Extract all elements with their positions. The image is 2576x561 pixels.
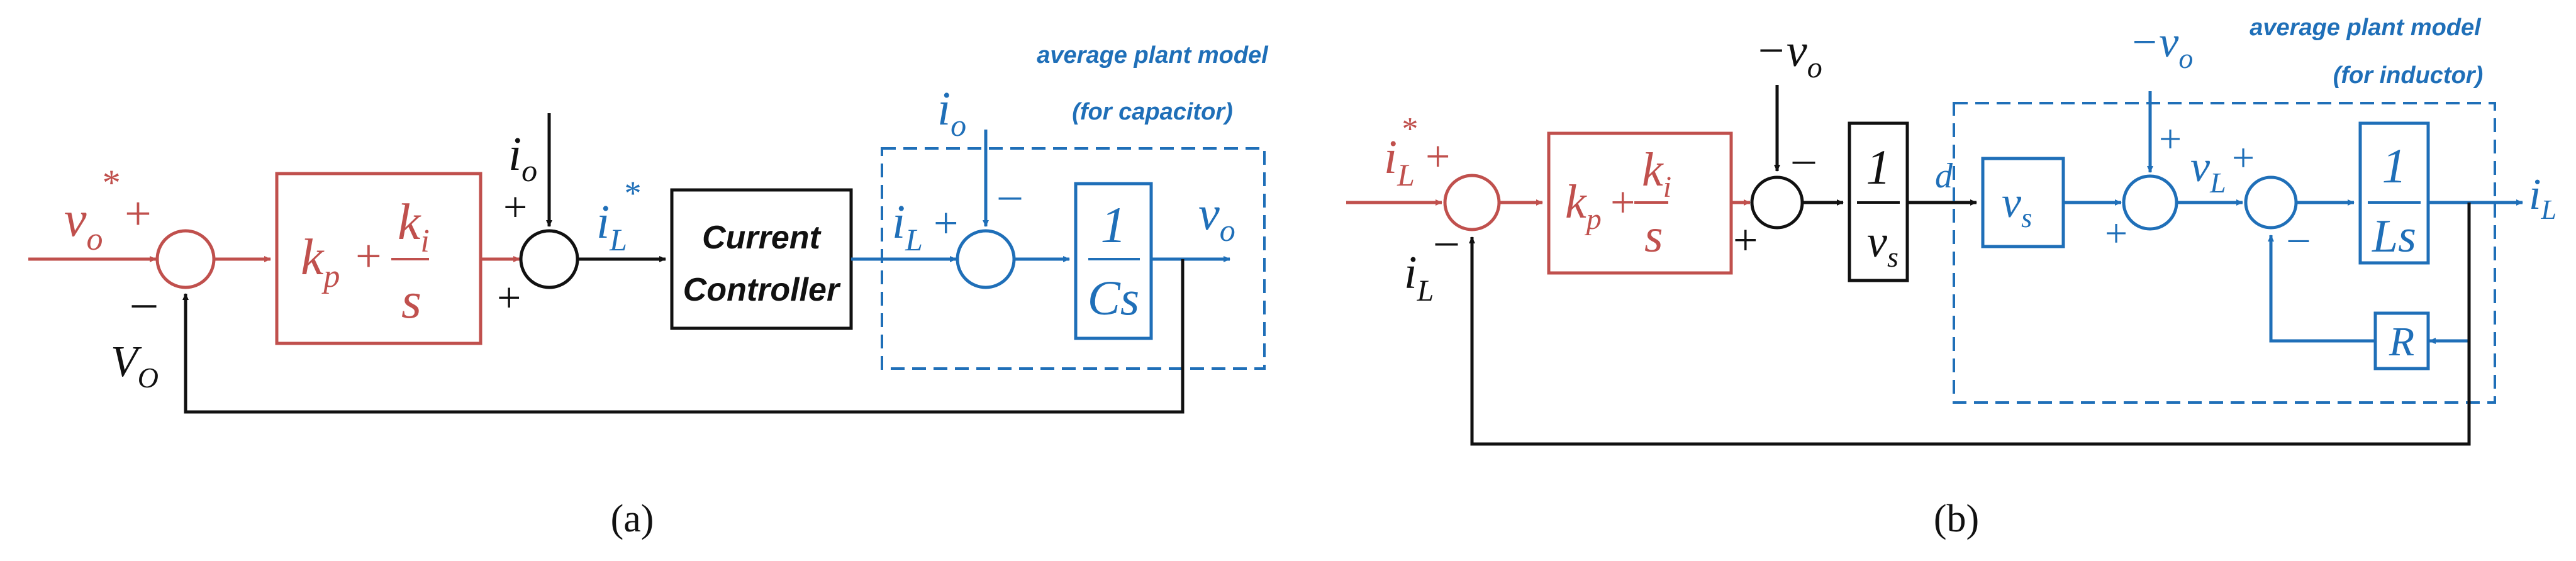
a-plant-title: average plant model xyxy=(1037,42,1269,69)
a-ref-label: v xyxy=(64,192,87,247)
svg-text:ki: ki xyxy=(398,193,430,259)
svg-text:io: io xyxy=(508,128,537,188)
svg-text:vo: vo xyxy=(1198,187,1235,248)
a-sum2-plus-bottom: + xyxy=(497,274,521,321)
a-il-ref-sup: * xyxy=(623,174,640,212)
a-plant-subtitle: (for capacitor) xyxy=(1072,99,1232,125)
b-vl-plus: + xyxy=(2232,135,2255,180)
b-r-feedback-out xyxy=(2268,235,2375,343)
a-io-label: i xyxy=(508,128,521,181)
b-sum2-plus: + xyxy=(1733,216,1758,265)
svg-text:io: io xyxy=(937,82,966,143)
svg-text:−vo: −vo xyxy=(1755,25,1822,84)
a-pi-ki: k xyxy=(398,193,421,250)
b-sum1-plus: + xyxy=(1425,133,1450,181)
b-r-label: R xyxy=(2389,319,2414,365)
b-sum2-minus: – xyxy=(1792,135,1815,183)
a-sum-2 xyxy=(519,229,579,289)
a-cap-den: Cs xyxy=(1088,270,1139,325)
a-plant-il: i xyxy=(892,196,905,248)
a-pi-s: s xyxy=(401,272,421,329)
b-vl-label: v xyxy=(2190,143,2211,191)
a-capacitor-block xyxy=(1074,182,1153,340)
b-sum3-plus-top: + xyxy=(2159,116,2182,161)
b-sum-3 xyxy=(2122,174,2178,231)
b-feedback-label: i xyxy=(1404,247,1417,299)
b-ind-den: Ls xyxy=(2372,211,2416,262)
svg-text:iL: iL xyxy=(892,196,923,257)
a-plant-il-plus: + xyxy=(934,199,958,248)
b-plant-model-box xyxy=(1953,102,2496,404)
b-caption: (b) xyxy=(1934,497,1979,540)
b-sum4-minus: – xyxy=(2288,214,2309,259)
a-sum2-plus-top: + xyxy=(503,183,527,231)
svg-text:iL: iL xyxy=(596,196,627,257)
svg-text:vL: vL xyxy=(2190,143,2226,199)
svg-text:kp: kp xyxy=(1565,175,1602,236)
b-d-label: d xyxy=(1935,157,1953,196)
a-controller-line2: Controller xyxy=(683,272,841,308)
diagram-a xyxy=(28,113,1266,414)
svg-text:iL: iL xyxy=(1384,131,1415,192)
b-ref-sup: * xyxy=(1400,111,1417,147)
a-plant-io: i xyxy=(937,82,951,135)
b-pi-plus: + xyxy=(1610,179,1635,227)
b-ref-label: i xyxy=(1384,131,1397,184)
svg-text:vs: vs xyxy=(1867,216,1899,273)
b-pi-kp: k xyxy=(1565,175,1587,228)
a-plant-minus: – xyxy=(998,170,1022,219)
b-vo-plant: −v xyxy=(2129,18,2179,67)
a-sum1-plus: + xyxy=(125,187,152,240)
svg-text:−vo: −vo xyxy=(2129,18,2193,74)
b-out-i: i xyxy=(2529,170,2541,219)
b-pi-s: s xyxy=(1644,209,1663,262)
svg-text:iL: iL xyxy=(2529,170,2556,225)
b-inv-den: v xyxy=(1867,216,1887,267)
b-r-feedback-in xyxy=(2429,203,2471,344)
a-out-v: v xyxy=(1198,187,1220,240)
b-outer-feedback xyxy=(1469,203,2471,446)
a-sum-3 xyxy=(956,229,1016,289)
svg-text:vo: vo xyxy=(64,192,103,257)
diagram-a-text: vo * + – VO kp + ki s io + + iL * Curren… xyxy=(64,42,1269,540)
a-il-ref: i xyxy=(596,196,610,248)
b-inductor-block xyxy=(2358,121,2430,265)
b-sum3-plus-left: + xyxy=(2105,211,2127,255)
diagram-b-text: iL * + iL – kp + ki s −vo – + 1 vs d ave… xyxy=(1384,14,2556,540)
b-ind-num: 1 xyxy=(2382,138,2407,193)
b-plant-title: average plant model xyxy=(2250,14,2482,41)
b-inv-num: 1 xyxy=(1866,140,1891,194)
a-sum1-minus: – xyxy=(131,275,157,328)
a-pi-kp: k xyxy=(301,228,325,286)
a-sum-1 xyxy=(155,229,216,289)
a-feedback-label: V xyxy=(111,338,142,386)
a-cap-num: 1 xyxy=(1101,196,1127,253)
a-caption: (a) xyxy=(611,497,654,540)
svg-text:VO: VO xyxy=(111,338,159,394)
a-ref-sup: * xyxy=(101,162,119,203)
diagram-b xyxy=(1346,85,2523,446)
b-sum1-minus: – xyxy=(1435,216,1458,265)
a-controller-line1: Current xyxy=(702,219,822,256)
svg-text:iL: iL xyxy=(1404,247,1434,308)
svg-text:kp: kp xyxy=(301,228,340,294)
svg-text:ki: ki xyxy=(1642,143,1671,204)
b-plant-subtitle: (for inductor) xyxy=(2333,62,2484,89)
b-vo-top: −v xyxy=(1755,25,1807,77)
b-pi-ki: k xyxy=(1642,143,1664,196)
b-sum-2 xyxy=(1750,175,1804,230)
a-feedback-line xyxy=(182,259,1185,414)
svg-text:vs: vs xyxy=(2002,179,2032,233)
b-vs-block-label: v xyxy=(2002,179,2022,227)
a-pi-plus: + xyxy=(355,231,382,282)
